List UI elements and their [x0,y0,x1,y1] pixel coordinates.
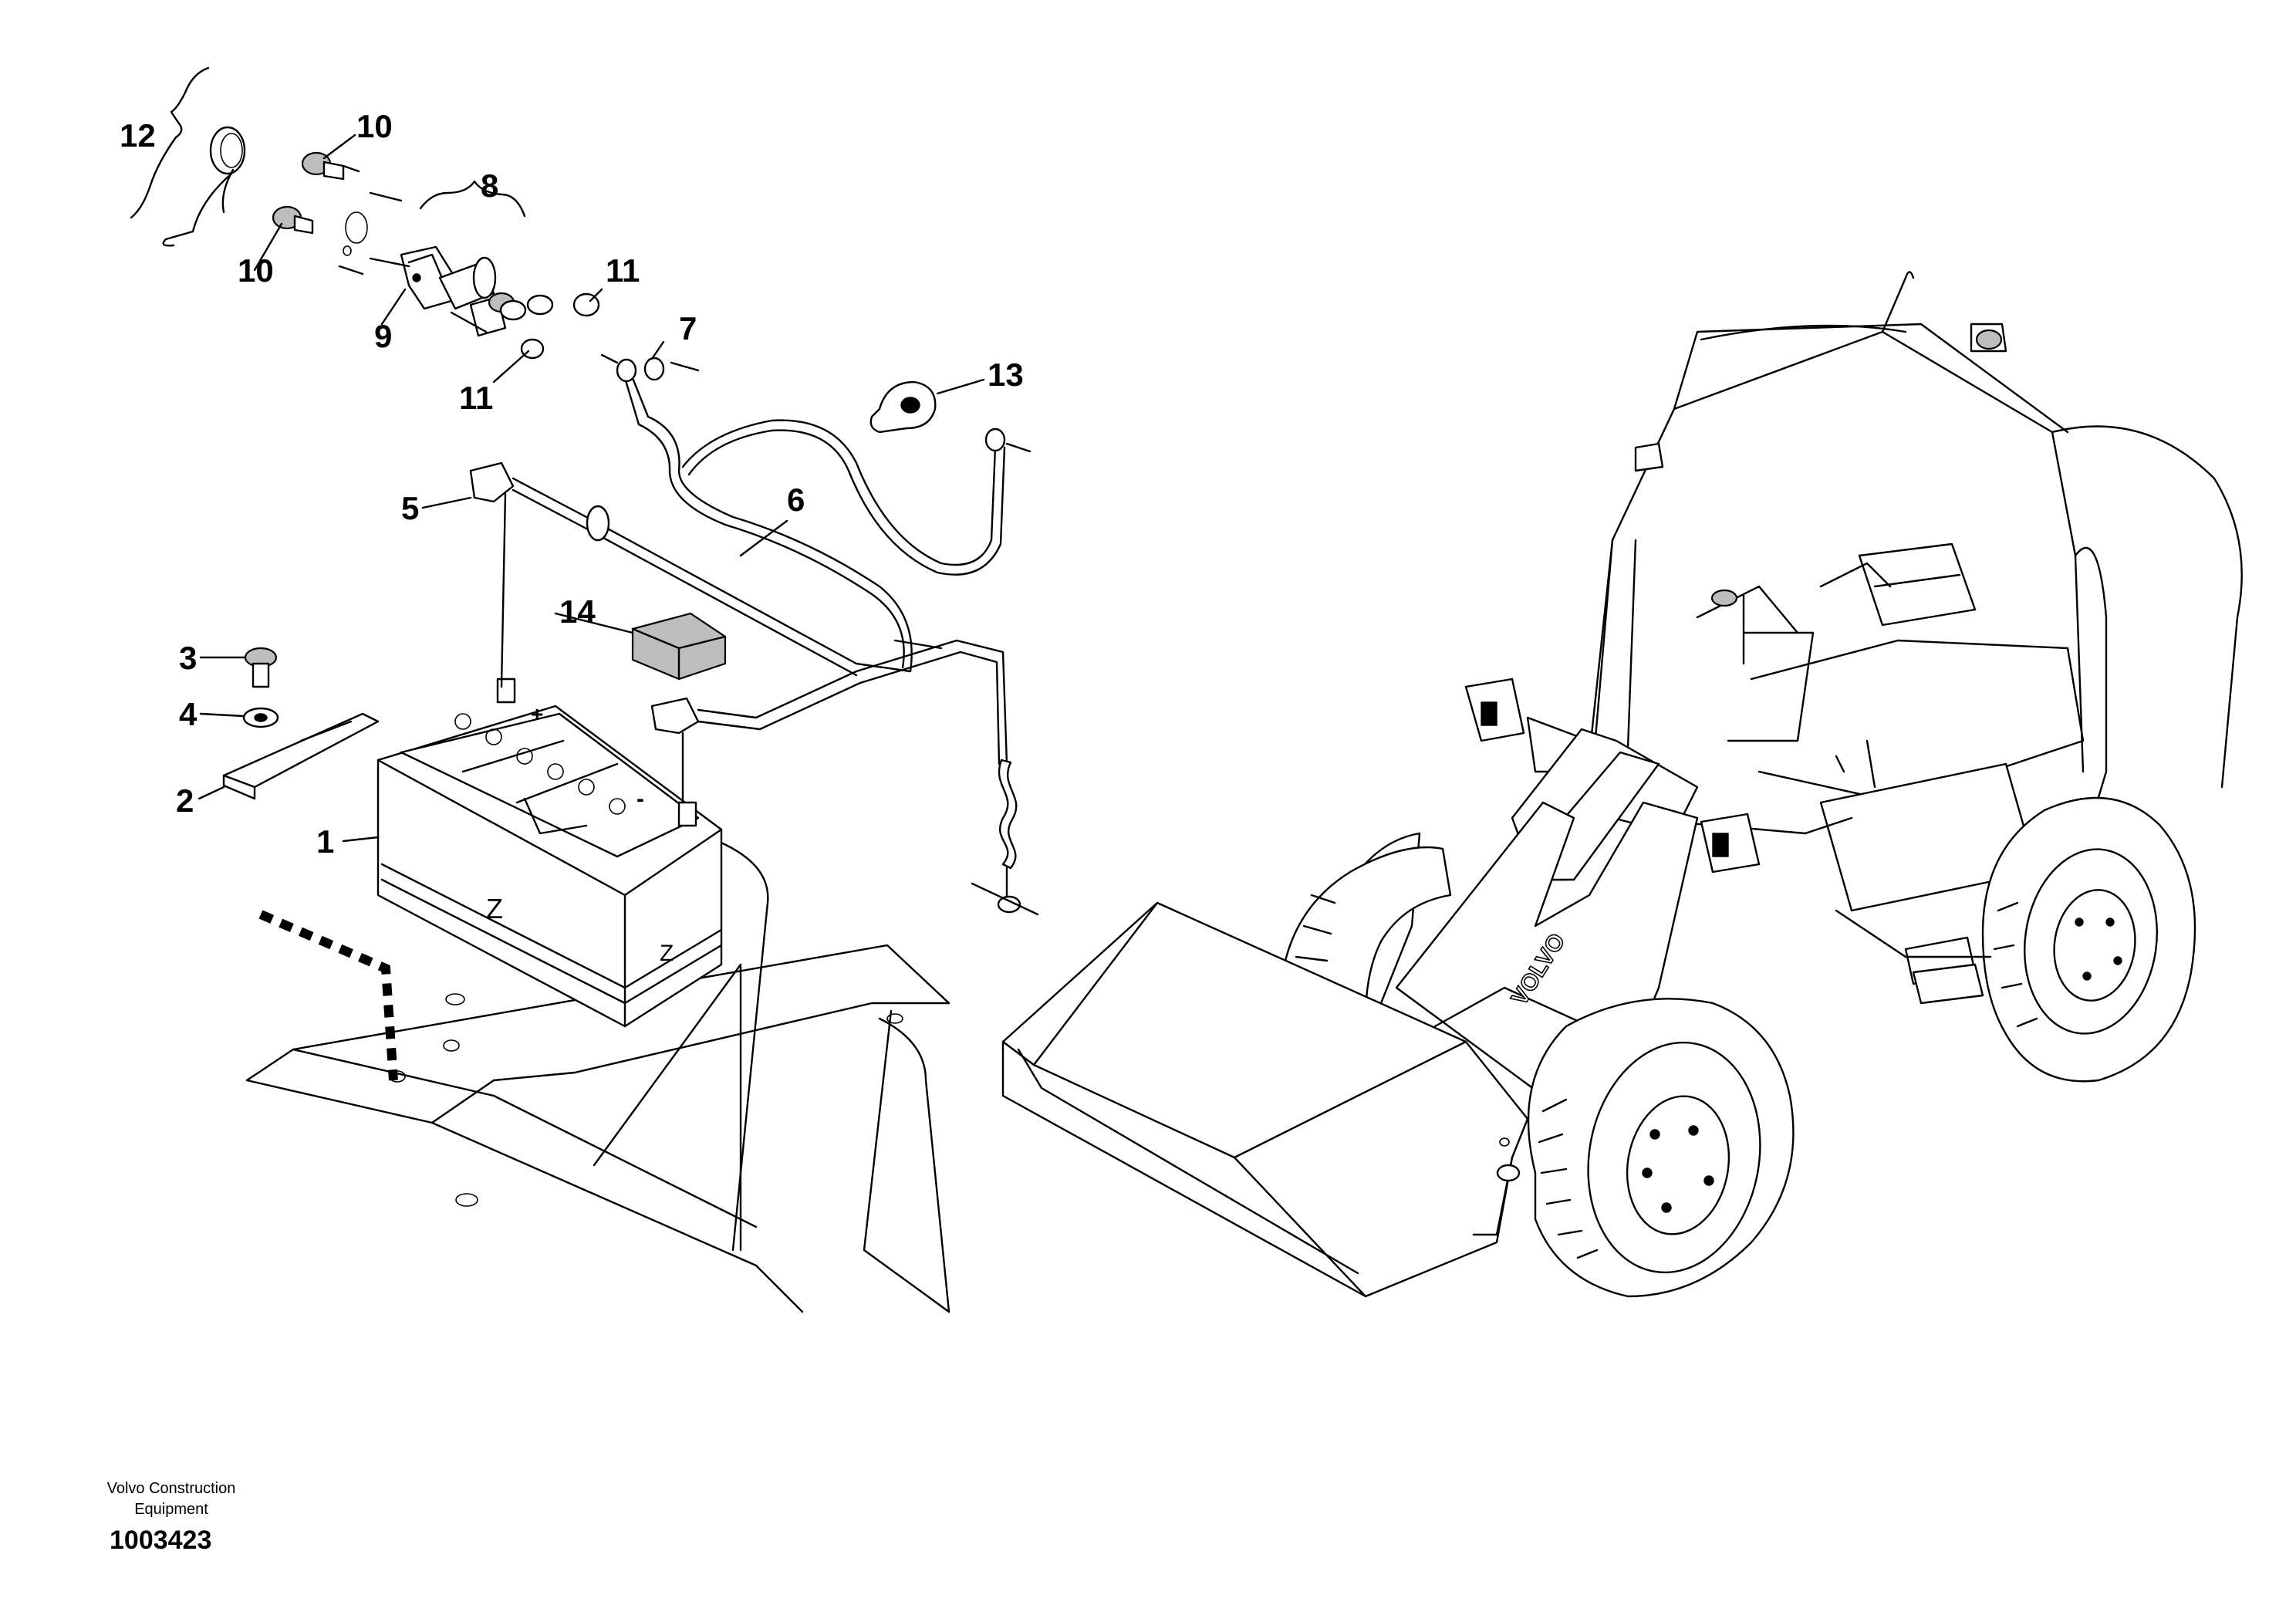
callout-14: 14 [559,593,596,630]
footer-company-line1: Volvo Construction [107,1480,236,1497]
drawing-id: 1003423 [110,1526,211,1555]
bolt [244,647,278,688]
callout-2: 2 [176,782,194,819]
cap-with-strap [162,126,246,247]
callouts: 1 2 3 4 5 6 7 8 9 10 10 11 11 12 13 14 [120,108,1024,860]
terminal-cover [631,612,727,681]
footer-company-line2: Equipment [134,1501,208,1518]
callout-1: 1 [316,823,334,860]
callout-10-top: 10 [356,108,393,144]
battery-plus-mark: + [531,702,543,726]
callout-3: 3 [179,640,197,676]
main-switch-assembly [272,151,600,360]
battery: + - Z Z [376,678,723,1028]
cable-clamp [869,380,937,434]
washer [242,707,279,728]
battery-z-mark-side: Z [660,941,674,966]
wheel-loader: VOLVO [893,271,2243,1298]
callout-7: 7 [679,310,697,346]
bracket-guide-line [258,910,398,1081]
callout-11-top: 11 [606,252,640,289]
callout-9: 9 [374,318,392,354]
callout-11-bottom: 11 [459,380,493,416]
callout-13: 13 [988,357,1024,393]
callout-12: 12 [120,117,156,154]
footer: Volvo Construction Equipment 1003423 [107,1480,236,1555]
battery-minus-mark: - [636,786,644,812]
callout-8: 8 [481,167,498,204]
battery-z-mark-front: Z [486,893,503,924]
hold-down-bracket [222,712,380,800]
leader-lines [130,66,985,843]
floor-plate [245,840,950,1313]
callout-4: 4 [179,696,198,732]
battery-cables [469,353,1039,916]
callout-5: 5 [401,490,419,526]
callout-10-bottom: 10 [238,252,274,289]
callout-6: 6 [787,482,805,518]
